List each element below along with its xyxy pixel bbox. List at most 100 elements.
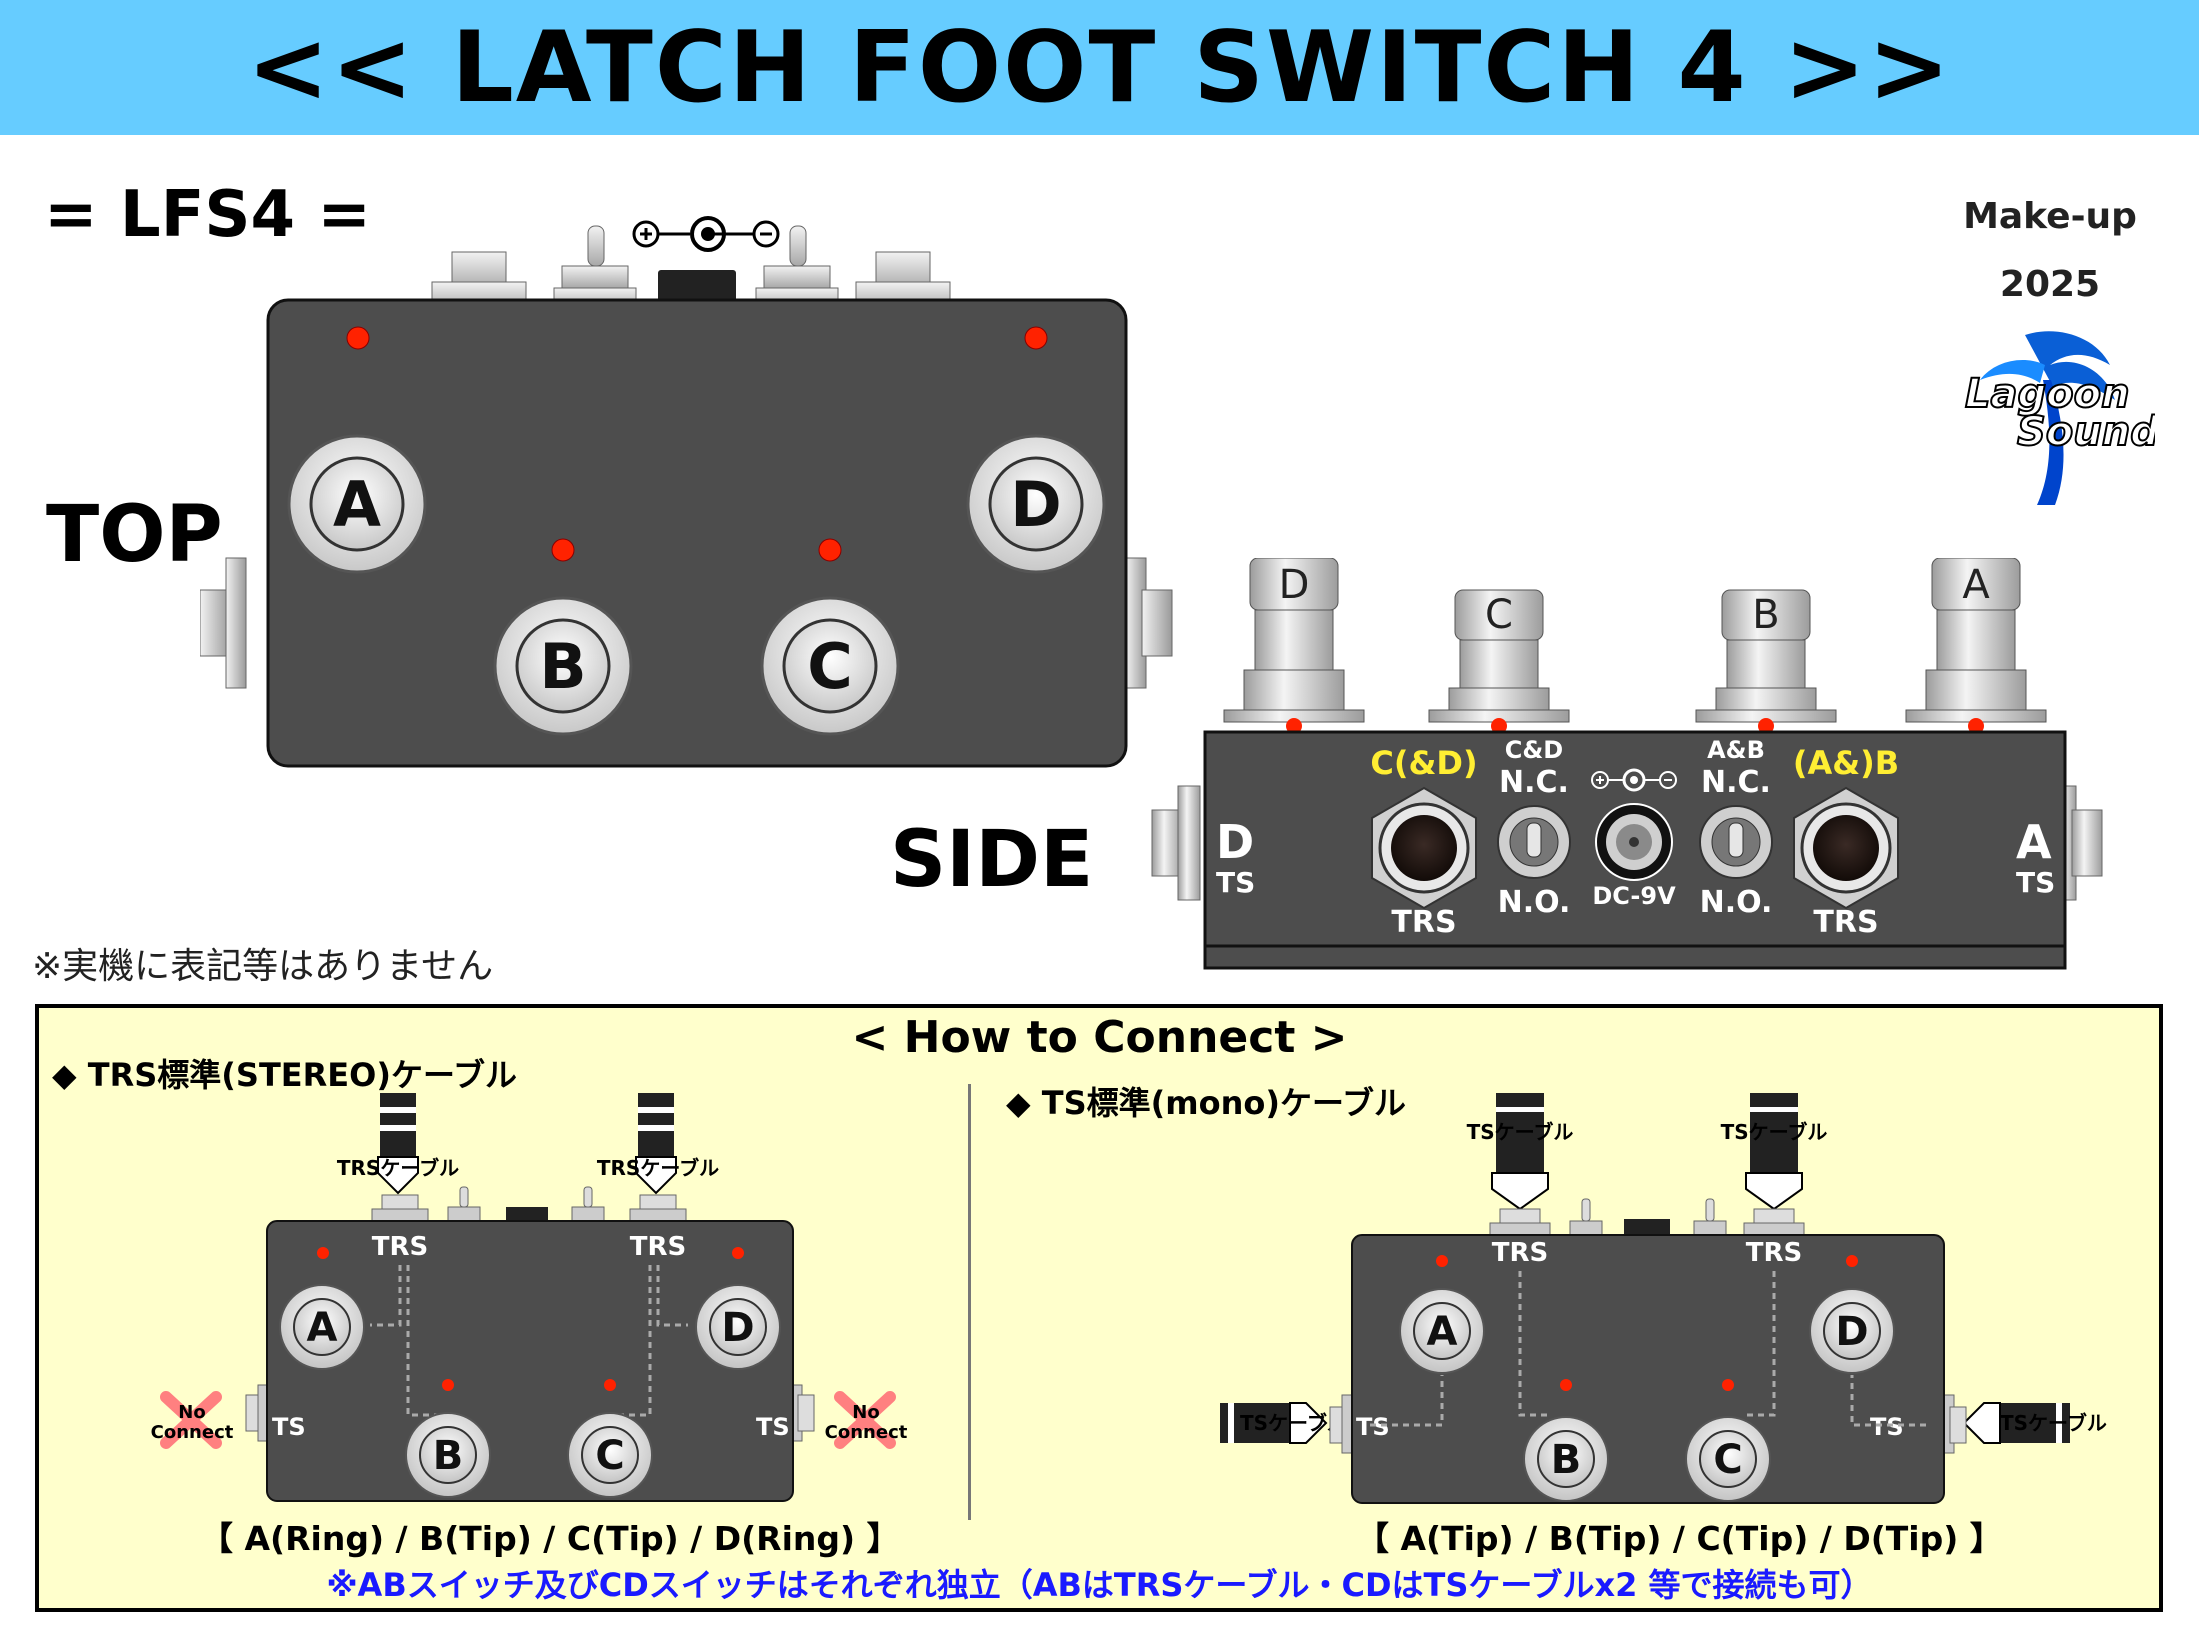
- footswitch-a[interactable]: A: [287, 434, 427, 574]
- top-view-pedal: A D B C: [200, 216, 1173, 768]
- no-connect-left: No Connect: [151, 1391, 234, 1449]
- no-connect-right: No Connect: [825, 1391, 908, 1449]
- trs-right-label: (A&)B: [1793, 744, 1899, 782]
- side-right-type: TS: [2016, 866, 2055, 899]
- side-right-letter: A: [2016, 815, 2052, 869]
- ts-cable-label-3: TSケーブル: [1240, 1411, 1347, 1435]
- title-banner: << LATCH FOOT SWITCH 4 >>: [0, 0, 2199, 135]
- mini-switch-d-right: D: [1809, 1288, 1895, 1374]
- led-c: [818, 538, 842, 562]
- trs-jack-right[interactable]: [1793, 786, 1899, 910]
- mini-switch-c-right: C: [1685, 1416, 1771, 1502]
- mini-switch-a-right: A: [1399, 1288, 1485, 1374]
- svg-text:A: A: [1427, 1309, 1458, 1355]
- svg-text:No: No: [852, 1402, 879, 1423]
- right-ts-label-1: TS: [1356, 1413, 1390, 1441]
- top-toggle-right: [755, 225, 839, 311]
- svg-text:Connect: Connect: [825, 1422, 908, 1443]
- lagoon-sound-logo: Lagoon Sound: [1964, 331, 2155, 505]
- left-ts-label-1: TS: [272, 1413, 306, 1441]
- mini-switch-b-right: B: [1523, 1416, 1609, 1502]
- side-view-pedal: D C B A D TS A TS: [1151, 558, 2103, 970]
- svg-text:A: A: [307, 1305, 338, 1351]
- toggle-right-top2: N.C.: [1701, 765, 1771, 800]
- logo-text-1: Lagoon: [1965, 371, 2130, 417]
- side-footswitch-a[interactable]: A: [1905, 558, 2047, 723]
- ts-cable-label-1: TSケーブル: [1467, 1120, 1574, 1144]
- trs-left-label: C(&D): [1370, 744, 1477, 782]
- svg-text:D: D: [721, 1305, 754, 1351]
- side-switch-label-b: B: [1752, 592, 1779, 638]
- switch-label-d: D: [1010, 468, 1061, 541]
- left-ts-label-2: TS: [756, 1413, 790, 1441]
- svg-text:C: C: [595, 1433, 624, 1479]
- svg-text:B: B: [1551, 1437, 1582, 1483]
- side-jack-right: [1125, 557, 1173, 689]
- ts-plug-side-right: [1962, 1402, 2070, 1444]
- right-trs-label-2: TRS: [1746, 1238, 1802, 1268]
- top-toggle-left: [553, 225, 637, 311]
- polarity-icon: [632, 216, 780, 252]
- ts-plug-top-left: [1491, 1093, 1549, 1211]
- dc-jack[interactable]: [1595, 803, 1673, 881]
- left-trs-jack-label-2: TRS: [630, 1232, 686, 1262]
- disclaimer-note: ※実機に表記等はありません: [32, 946, 494, 987]
- trs-plug-left: [377, 1093, 419, 1195]
- left-mapping: 【 A(Ring) / B(Tip) / C(Tip) / D(Ring) 】: [200, 1519, 900, 1558]
- led-a: [346, 326, 370, 350]
- ts-cable-label-4: TSケーブル: [2000, 1411, 2107, 1435]
- side-jack-left: [200, 557, 247, 689]
- svg-text:No: No: [178, 1402, 205, 1423]
- ts-plug-top-right: [1745, 1093, 1803, 1211]
- toggle-left-top1: C&D: [1505, 736, 1563, 764]
- make-up-label: Make-up: [1963, 196, 2137, 237]
- svg-text:B: B: [433, 1433, 464, 1479]
- right-heading: ◆ TS標準(mono)ケーブル: [1006, 1084, 1407, 1122]
- toggle-switch-right[interactable]: [1699, 805, 1773, 879]
- ts-cable-label-2: TSケーブル: [1721, 1120, 1828, 1144]
- side-left-type: TS: [1216, 866, 1255, 899]
- side-left-letter: D: [1216, 815, 1254, 869]
- svg-text:D: D: [1835, 1309, 1868, 1355]
- switch-label-c: C: [807, 630, 853, 703]
- side-footswitch-c[interactable]: C: [1428, 589, 1570, 723]
- side-footswitch-d[interactable]: D: [1223, 558, 1365, 723]
- page-title: << LATCH FOOT SWITCH 4 >>: [246, 10, 1953, 125]
- trs-jack-left[interactable]: [1371, 786, 1477, 910]
- trs-right-type: TRS: [1813, 905, 1878, 940]
- right-ts-label-2: TS: [1870, 1413, 1904, 1441]
- toggle-switch-left[interactable]: [1497, 805, 1571, 879]
- footswitch-c[interactable]: C: [760, 596, 900, 736]
- footswitch-b[interactable]: B: [493, 596, 633, 736]
- led-b: [551, 538, 575, 562]
- trs-cable-label-right: TRSケーブル: [597, 1156, 719, 1180]
- left-trs-jack-label-1: TRS: [372, 1232, 428, 1262]
- side-footswitch-b[interactable]: B: [1695, 589, 1837, 723]
- mini-switch-b-left: B: [405, 1412, 491, 1498]
- ts-connection-diagram: TSケーブル TSケーブル TSケーブル TSケーブル TRS TRS TS T…: [1220, 1093, 2107, 1504]
- switch-label-a: A: [333, 468, 381, 541]
- model-label: = LFS4 =: [44, 178, 371, 252]
- dc-polarity-icon: [1591, 768, 1677, 792]
- mini-switch-c-left: C: [567, 1412, 653, 1498]
- right-mapping: 【 A(Tip) / B(Tip) / C(Tip) / D(Tip) 】: [1356, 1519, 2003, 1558]
- side-panel-jack-left: [1151, 785, 1201, 901]
- side-switch-label-a: A: [1962, 562, 1990, 608]
- toggle-right-bottom: N.O.: [1700, 885, 1773, 920]
- how-to-title: < How to Connect >: [851, 1012, 1348, 1063]
- right-trs-label-1: TRS: [1492, 1238, 1548, 1268]
- enclosure: [266, 298, 1128, 768]
- panel-divider: [968, 1084, 971, 1520]
- mini-switch-a-left: A: [279, 1284, 365, 1370]
- left-heading: ◆ TRS標準(STEREO)ケーブル: [52, 1056, 518, 1094]
- svg-text:Connect: Connect: [151, 1422, 234, 1443]
- toggle-left-bottom: N.O.: [1498, 885, 1571, 920]
- logo-text-2: Sound: [2017, 409, 2155, 455]
- top-view-label: TOP: [46, 490, 223, 580]
- led-d: [1024, 326, 1048, 350]
- switch-label-b: B: [539, 630, 586, 703]
- footswitch-d[interactable]: D: [966, 434, 1106, 574]
- side-view-label: SIDE: [890, 815, 1094, 905]
- trs-cable-label-left: TRSケーブル: [337, 1156, 459, 1180]
- side-switch-label-d: D: [1279, 562, 1310, 608]
